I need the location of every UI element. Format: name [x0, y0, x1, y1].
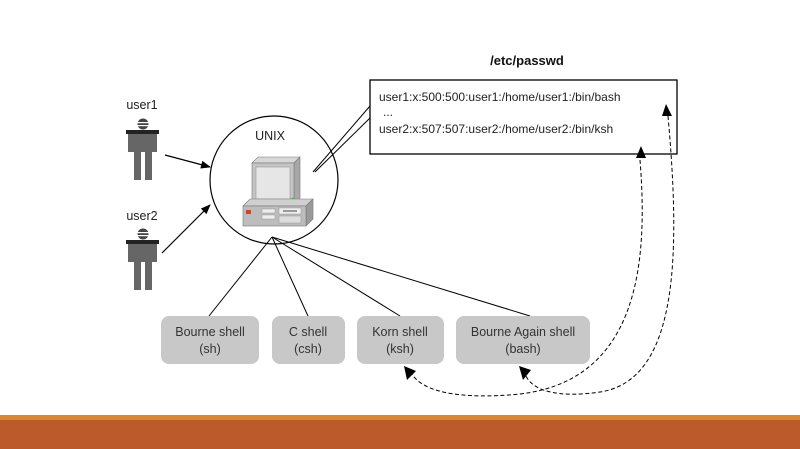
computer-icon	[242, 156, 314, 227]
shell-name: C shell	[289, 325, 327, 339]
user2-label: user2	[126, 209, 157, 223]
user2-person-icon	[126, 228, 159, 290]
shell-cmd: (sh)	[199, 342, 221, 356]
user1-label: user1	[126, 98, 157, 112]
user1-to-unix-arrow	[164, 154, 211, 169]
unix-system-circle	[209, 115, 339, 245]
ksh-arrowhead-icon	[404, 366, 416, 380]
shell-box-ksh: Korn shell (ksh)	[357, 316, 444, 364]
shell-box-bash: Bourne Again shell (bash)	[456, 316, 590, 364]
shell-name: Bourne Again shell	[471, 325, 575, 339]
passwd-line-ellipsis: ...	[383, 105, 393, 119]
shell-name: Bourne shell	[175, 325, 245, 339]
link-unix-csh	[271, 236, 309, 317]
footer-stripe	[0, 415, 800, 420]
user2-to-unix-arrow	[161, 204, 211, 254]
link-unix-ksh	[271, 236, 401, 317]
link-unix-sh	[208, 236, 273, 317]
footer-bar	[0, 420, 800, 449]
shell-box-sh: Bourne shell (sh)	[161, 316, 259, 364]
shell-cmd: (bash)	[505, 342, 540, 356]
passwd-ksh-arrowhead-icon	[636, 146, 646, 158]
shell-box-csh: C shell (csh)	[272, 316, 345, 364]
ksh-to-korn-dashed-arrow	[409, 159, 643, 397]
shell-cmd: (csh)	[294, 342, 322, 356]
passwd-line-user2: user2:x:507:507:user2:/home/user2:/bin/k…	[379, 122, 613, 136]
shell-cmd: (ksh)	[386, 342, 414, 356]
passwd-file-box: user1:x:500:500:user1:/home/user1:/bin/b…	[369, 79, 678, 155]
passwd-to-unix-link	[312, 105, 371, 173]
unix-to-shell-links	[208, 236, 531, 317]
user1-person-icon	[126, 118, 159, 180]
bash-to-bourne-again-dashed-arrow	[523, 115, 675, 395]
bash-arrowhead-icon	[519, 366, 531, 380]
shell-name: Korn shell	[372, 325, 428, 339]
passwd-line-user1: user1:x:500:500:user1:/home/user1:/bin/b…	[379, 90, 621, 104]
link-unix-bash	[271, 236, 531, 317]
passwd-title: /etc/passwd	[490, 53, 564, 68]
passwd-bash-arrowhead-icon	[662, 104, 672, 116]
unix-label: UNIX	[255, 129, 286, 143]
